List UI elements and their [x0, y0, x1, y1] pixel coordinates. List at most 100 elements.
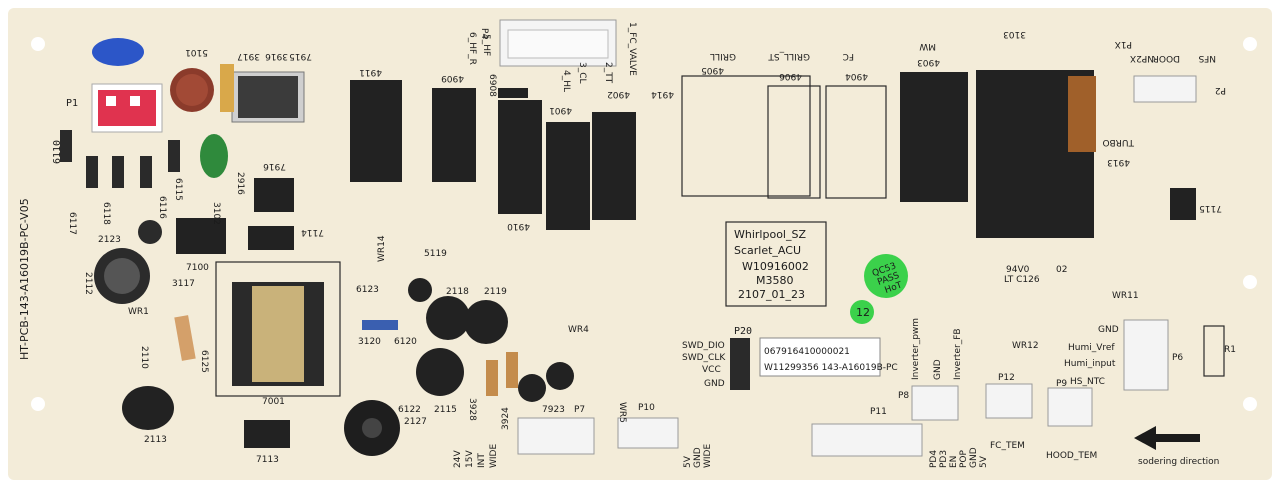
label-line1: Whirlpool_SZ: [734, 228, 806, 241]
ref-7114: 7114: [301, 227, 324, 237]
ref-p9: P9: [1056, 379, 1067, 389]
ref-7115: 7115: [1199, 203, 1222, 213]
hs-ntc: HS_NTC: [1070, 377, 1105, 387]
label-line3: W10916002: [742, 260, 809, 273]
fc-tem: FC_TEM: [990, 441, 1025, 451]
ref-5119: 5119: [424, 249, 447, 259]
ref-4-hl: 4_HL: [561, 70, 571, 92]
ref-4904: 4904: [845, 71, 868, 81]
volt-15v: 15V: [465, 450, 475, 468]
ref-2-tt: 2_TT: [603, 62, 613, 84]
inverter-fb: Inverter_FB: [953, 328, 963, 380]
p11-en: EN: [949, 456, 959, 468]
ref-4901: 4901: [549, 105, 572, 115]
barcode-top: 067916410000021: [764, 347, 850, 357]
ref-3117: 3117: [172, 279, 195, 289]
ref-3120: 3120: [358, 337, 381, 347]
p11-pop: POP: [959, 449, 969, 468]
ref-6117: 6117: [67, 212, 77, 235]
ref-4913: 4913: [1107, 157, 1130, 167]
green-capacitor: [200, 134, 228, 178]
ref-r1: R1: [1224, 345, 1236, 355]
ref-door: DOOR: [1153, 53, 1180, 63]
ref-2118: 2118: [446, 287, 469, 297]
blue-capacitor: [92, 38, 144, 66]
relay-outlines: [681, 75, 887, 199]
ref-p4: P4: [479, 28, 489, 39]
ref-p7: P7: [574, 405, 585, 415]
electrolytic-caps-left: [94, 220, 574, 430]
ref-3916: 3916: [265, 51, 288, 61]
ref-2110: 2110: [139, 346, 149, 369]
connectors-right: [517, 75, 1225, 457]
cert-line1: 94V0: [1006, 265, 1030, 275]
ref-2113: 2113: [144, 435, 167, 445]
ref-2115: 2115: [434, 405, 457, 415]
ref-6120: 6120: [394, 337, 417, 347]
ref-2112: 2112: [83, 272, 93, 295]
ref-4910: 4910: [507, 221, 530, 231]
ref-6122: 6122: [398, 405, 421, 415]
p1-connector: [91, 83, 163, 133]
relay-fc: FC: [843, 51, 854, 61]
volt-24v: 24V: [453, 450, 463, 468]
hood-tem: HOOD_TEM: [1046, 451, 1097, 461]
ref-p8: P8: [898, 391, 909, 401]
ref-2916: 2916: [235, 172, 245, 195]
ref-5-hf: 5_HF: [481, 34, 491, 56]
ref-6118: 6118: [101, 202, 111, 225]
soldering-direction: sodering direction: [1138, 457, 1219, 467]
ref-4902: 4902: [607, 89, 630, 99]
sticker-12-circle: [850, 300, 874, 324]
ref-7100: 7100: [186, 263, 209, 273]
qc-sticker: [864, 254, 908, 298]
relays-small: [350, 80, 636, 230]
board-side-label: HT-PCB-143-A16019B-PC-V05: [18, 198, 31, 360]
ref-p1x: P1X: [1115, 39, 1132, 49]
ref-2123: 2123: [98, 235, 121, 245]
p20-pin-gnd: GND: [704, 379, 725, 389]
ref-3924: 3924: [501, 407, 511, 430]
ref-wr4: WR4: [568, 325, 589, 335]
volt-wide: WIDE: [489, 444, 499, 468]
ref-3-cl: 3_CL: [577, 62, 587, 84]
p11-5v: 5V: [979, 455, 989, 468]
ref-4914: 4914: [651, 89, 674, 99]
ref-6110: 6110: [52, 140, 63, 164]
cert-line2: LT C126: [1004, 275, 1040, 285]
ref-6908: 6908: [487, 74, 497, 97]
ref-6-hf-r: 6_HF_R: [467, 32, 477, 65]
label-line2: Scarlet_ACU: [734, 244, 801, 257]
optocouplers: [176, 178, 1196, 448]
sticker-12: 12: [856, 306, 870, 319]
relay-mw: MW: [919, 41, 936, 51]
ref-5101: 5101: [185, 47, 208, 57]
soldering-arrow: [1134, 426, 1200, 450]
volt-int: INT: [477, 453, 487, 468]
ref-6125: 6125: [199, 350, 209, 373]
ref-wr12: WR12: [1012, 341, 1039, 351]
ref-6123: 6123: [356, 285, 379, 295]
relays-large: [900, 70, 1096, 238]
ref-p11: P11: [870, 407, 887, 417]
ref-4911: 4911: [359, 67, 382, 77]
p20-pin-swd-dio: SWD_DIO: [682, 341, 725, 351]
ref-3928: 3928: [467, 398, 477, 421]
label-line4: M3580: [756, 274, 794, 287]
inverter-pwm: Inverter_pwm: [911, 318, 921, 380]
ref-7001: 7001: [262, 397, 285, 407]
ref-wr1: WR1: [128, 307, 149, 317]
resistors: [174, 315, 518, 396]
volt-5v: 5V: [683, 455, 693, 468]
p20-ref: P20: [734, 326, 752, 337]
p20-pin-swd-clk: SWD_CLK: [682, 353, 726, 363]
p11-pd3: PD3: [939, 450, 949, 468]
p11-gnd: GND: [969, 447, 979, 468]
transformer: [215, 261, 341, 397]
ref-1-fc-valve: 1_FC_VALVE: [627, 22, 637, 76]
barcode-bottom: W11299356 143-A16019B-PC: [764, 363, 898, 373]
relay-grill-st: GRILL_ST: [768, 51, 810, 61]
volt-wide2: WIDE: [703, 444, 713, 468]
ref-3103: 3103: [1003, 29, 1026, 39]
